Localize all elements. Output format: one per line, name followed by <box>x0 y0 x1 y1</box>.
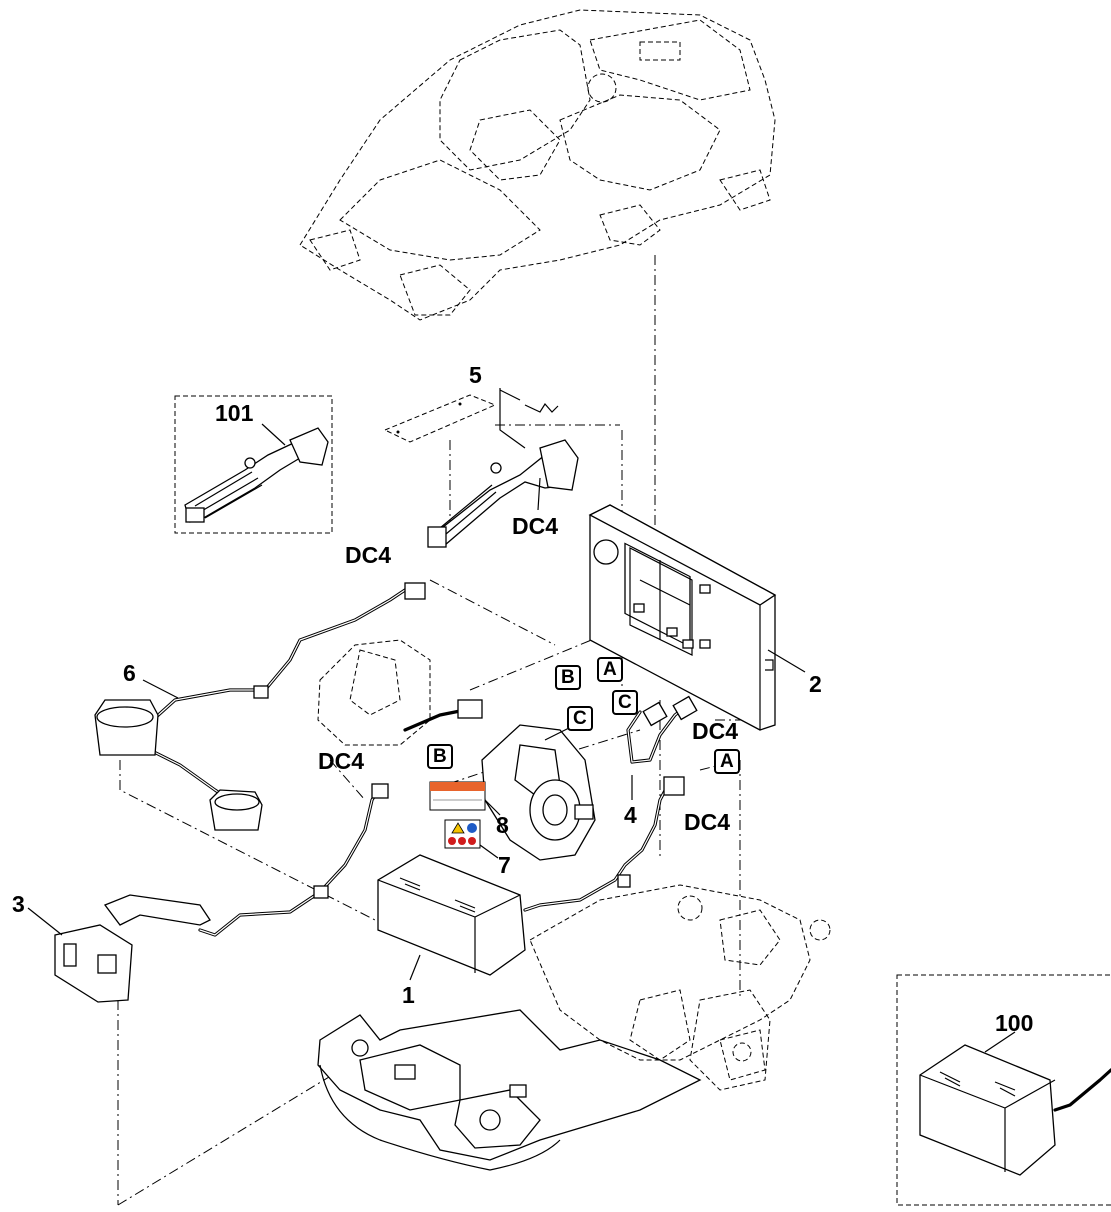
harness-part-6 <box>94 582 426 831</box>
warning-triangle-icon <box>451 822 465 834</box>
control-box-part-2 <box>588 504 806 731</box>
callout-4: 4 <box>624 802 637 828</box>
marker-a-control: A <box>597 657 623 682</box>
callout-101: 101 <box>215 400 254 426</box>
callout-100: 100 <box>995 1010 1034 1036</box>
callout-3: 3 <box>12 891 25 917</box>
callout-7: 7 <box>498 852 511 878</box>
drive-motor <box>481 724 596 861</box>
battery-cable <box>523 776 685 912</box>
detail-box-100 <box>896 974 1111 1206</box>
drive-motor-hidden <box>317 639 483 746</box>
warning-label-8 <box>429 781 501 816</box>
dc4-label-harness-6: DC4 <box>345 542 392 568</box>
callout-8: 8 <box>496 812 509 838</box>
top-body-cover <box>299 9 776 321</box>
callout-5: 5 <box>469 362 482 388</box>
callout-6: 6 <box>123 660 136 686</box>
detail-box-101 <box>174 395 333 534</box>
label-orange-stripe <box>430 782 485 791</box>
dc4-label-ribbon: DC4 <box>512 513 559 539</box>
dc4-label-connector-4: DC4 <box>692 718 739 744</box>
harness-part-3 <box>27 783 389 1003</box>
marker-a-battery: A <box>714 749 740 774</box>
dc4-label-battery: DC4 <box>684 809 731 835</box>
marker-b-motor: B <box>555 665 581 690</box>
callout-2: 2 <box>809 671 822 697</box>
marker-c-control: C <box>612 690 638 715</box>
ribbon-cable-part-5 <box>383 388 579 548</box>
prohibition-sign-icon <box>448 837 456 845</box>
battery-part-1 <box>377 854 526 981</box>
marker-c-motor: C <box>567 706 593 731</box>
warning-label-7 <box>444 819 499 859</box>
dc4-label-harness-3: DC4 <box>318 748 365 774</box>
callout-1: 1 <box>402 982 415 1008</box>
bottom-chassis <box>317 884 831 1171</box>
connector-part-4 <box>626 695 698 800</box>
marker-b-harness: B <box>427 744 453 769</box>
mandatory-sign-icon <box>467 823 477 833</box>
